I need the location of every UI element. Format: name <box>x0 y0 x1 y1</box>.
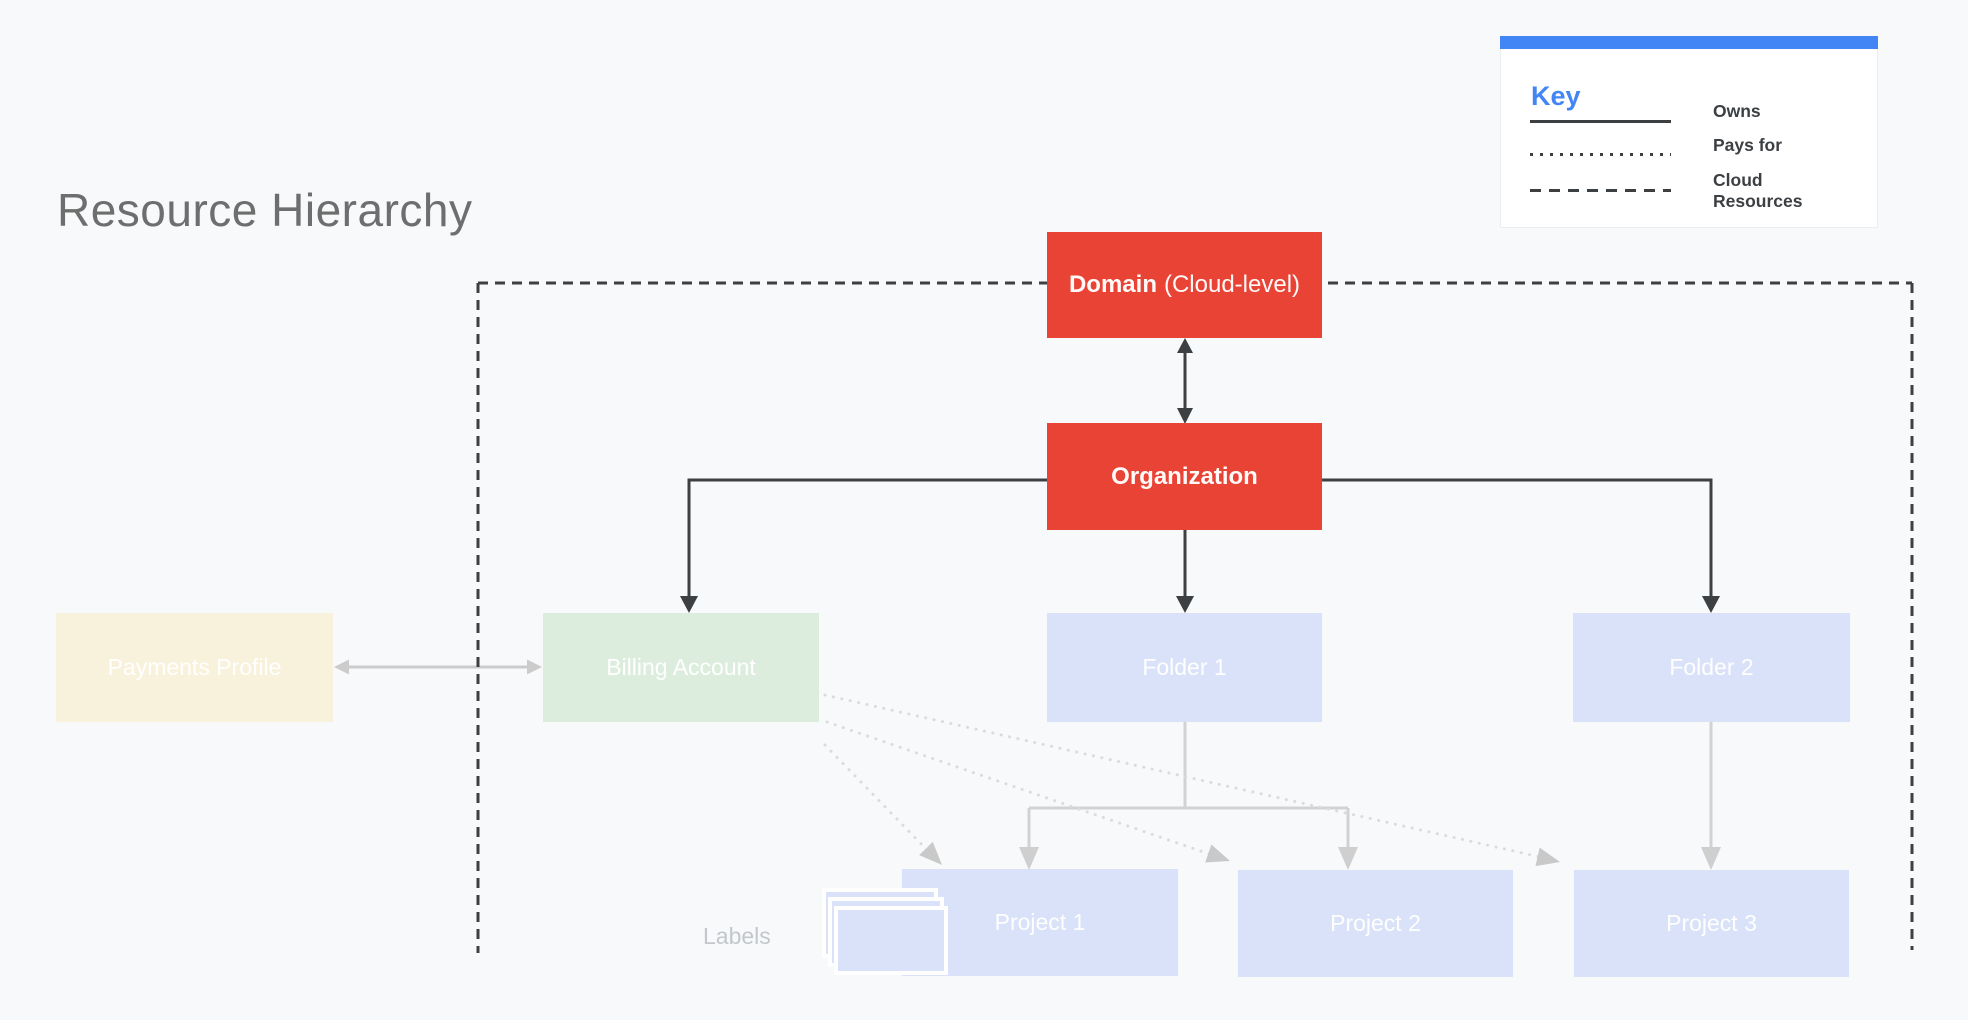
owns-connectors <box>680 338 1720 613</box>
node-project-2: Project 2 <box>1238 870 1513 977</box>
project-1-label: Project 1 <box>994 909 1086 935</box>
key-label-pays-for: Pays for <box>1713 135 1783 155</box>
node-organization: Organization <box>1047 423 1322 530</box>
pays-for-line-sample <box>1530 153 1671 156</box>
key-title: Key <box>1531 81 1581 111</box>
cloud-resources-line-sample <box>1530 189 1671 192</box>
node-billing-account: Billing Account <box>543 613 819 722</box>
payments-profile-label: Payments Profile <box>107 654 282 680</box>
node-folder-2: Folder 2 <box>1573 613 1850 722</box>
project-2-label: Project 2 <box>1330 910 1421 936</box>
project-3-label: Project 3 <box>1666 910 1757 936</box>
organization-label: Organization <box>1111 462 1258 490</box>
domain-label-rest: (Cloud-level) <box>1163 271 1301 298</box>
node-project-1: Project 1 <box>902 869 1178 976</box>
labels-stack-icon <box>820 886 956 982</box>
owns-line-sample <box>1530 120 1671 123</box>
page-title: Resource Hierarchy <box>57 184 473 236</box>
node-payments-profile: Payments Profile <box>56 613 333 722</box>
domain-label-bold: Domain <box>1068 271 1157 298</box>
contains-connectors <box>1019 722 1721 870</box>
node-folder-1: Folder 1 <box>1047 613 1322 722</box>
billing-account-label: Billing Account <box>606 654 756 680</box>
key-accent-bar <box>1500 36 1878 49</box>
key-panel: Key Owns Pays for Cloud Resources <box>1500 36 1878 228</box>
node-domain: Domain (Cloud-level) <box>1047 232 1322 338</box>
key-label-owns: Owns <box>1713 101 1761 121</box>
key-label-cloud-resources: Cloud Resources <box>1713 170 1803 211</box>
payments-billing-connector <box>334 659 542 675</box>
folder-1-label: Folder 1 <box>1142 654 1227 680</box>
node-project-3: Project 3 <box>1574 870 1849 977</box>
labels-caption: Labels <box>703 923 771 949</box>
folder-2-label: Folder 2 <box>1669 654 1754 680</box>
pays-for-connectors <box>823 693 1560 867</box>
